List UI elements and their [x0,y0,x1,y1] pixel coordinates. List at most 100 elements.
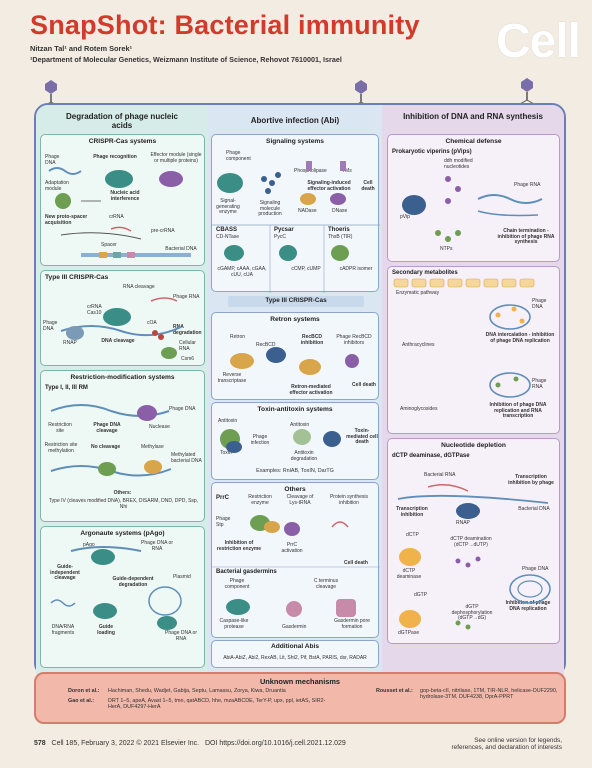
label-csm6: Csm6 [181,356,195,362]
label-restriction-enzyme: Restriction enzyme [248,494,272,506]
cbass-title: CBASS [216,227,238,233]
doron-label: Doron et al.: [68,688,100,694]
ta-illustration [220,429,341,453]
label-pre-crrna: pre-crRNA [151,228,175,234]
label-nucleic-acid-interference: Nucleic acid interference [110,190,140,202]
footer-citation: 578 Cell 185, February 3, 2022 © 2021 El… [34,740,346,747]
label-adaptation-module: Adaptation module [45,180,69,192]
label-crrna: crRNA [109,214,124,220]
label-phage-dna-or-rna: Phage DNA or RNA [165,630,197,642]
label-rna-degradation: RNA degradation [173,324,202,336]
label-toxin-death: Toxin-mediated cell death [346,428,378,446]
cell-logo: Cell [495,15,581,68]
label-phage-component: Phage component [226,150,251,162]
label-dgtp: dGTP [414,592,428,598]
label-phage-stp: Phage Stp [216,516,231,528]
label-signal-enzyme: Signal-generating enzyme [216,198,240,216]
rousset-list: gop-beta-cII, nitrilase, 1TM, TIR-NLR, h… [420,688,558,700]
label-reverse-transcriptase: Reverse transcriptase [217,372,247,384]
page-number: 578 [34,740,46,747]
label-phage-dna: Phage DNA [169,406,196,412]
doi-link[interactable]: DOI https://doi.org/10.1016/j.cell.2021.… [204,740,346,747]
label-dctp: dCTP [406,532,419,538]
secondary-metabolites-box: Secondary metabolites Enzymatic pathway … [387,266,560,434]
type3-illustration [60,297,182,359]
nucleotide-illustration [397,484,551,630]
label-ta-examples: Examples: RnlAB, ToxIN, DarTG [256,468,334,474]
label-dctp-deamination: dCTP deamination (dCTP→dUTP) [450,536,492,548]
label-phage-dna-cleavage: Phage DNA cleavage [93,422,121,434]
retron-illustration [230,347,359,375]
label-guide-dependent: Guide-dependent degradation [112,576,154,588]
unknown-mechanisms-box: Unknown mechanisms Doron et al.: Hachima… [34,672,566,724]
label-cell-death: Cell death [344,560,368,566]
type3-title: Type III CRISPR-Cas [45,274,109,281]
label-thsb: ThsB (TIR) [328,234,353,240]
additional-title: Additional Abis [270,643,320,650]
label-cell-death: Cell death [352,382,376,388]
unknown-title: Unknown mechanisms [259,677,341,686]
nucleotide-depletion-box: Nucleotide depletion dCTP deaminase, dGT… [387,438,560,644]
label-rna-cleavage: RNA cleavage [123,284,155,290]
label-new-spacer: New proto-spacer acquisition [45,214,88,226]
label-effector-activation: Signaling-induced effector activation [307,180,351,192]
label-thoeris-products: cADPR isomer [339,266,373,272]
page-title: SnapShot: Bacterial immunity [30,10,420,40]
label-cbass-products: cGAMP, cAAA, cGAA, cUU, cUA [217,266,267,278]
label-plasmid: Plasmid [173,574,191,580]
label-retron: Retron [230,334,246,340]
label-phage-component: Phage component [224,578,250,590]
others-box: Others PrrC Restriction enzyme Cleavage … [211,482,380,638]
rm-illustration [50,404,172,477]
label-nuclease: Nuclease [149,424,170,430]
type3-crispr-box: Type III CRISPR-Cas RNA cleavage Phage R… [40,270,205,366]
rm-title: Restriction-modification systems [70,374,175,381]
label-aminoglycosides: Aminoglycosides [400,406,438,412]
label-enzymatic-pathway: Enzymatic pathway [396,290,440,296]
doron-list: Hachiman, Shedu, Wadjet, Gabija, Septu, … [108,688,286,694]
column-title-inhibition: Inhibition of DNA and RNA synthesis [403,112,543,121]
phage-icon [519,78,535,105]
label-nadase: NADase [298,208,317,214]
label-chain-termination: Chain termination - inhibition of phage … [497,228,555,246]
signaling-title: Signaling systems [266,138,324,145]
label-anthracyclines: Anthracyclines [402,342,435,348]
column-title-degradation: Degradation of phage nucleic acids [65,112,178,130]
authors: Nitzan Tal¹ and Rotem Sorek¹ [30,44,133,53]
label-rnap: RNAP [63,340,77,346]
label-phage-rna: Phage RNA [173,294,200,300]
type3-bar: Type III CRISPR-Cas [228,296,364,307]
label-intercalation: DNA intercalation - inhibition of phage … [485,332,555,344]
label-bacterial-rna: Bacterial RNA [424,472,456,478]
label-transcription-inhibition: Transcription inhibition [396,506,428,518]
label-effector-module: Effector module (single or multiple prot… [150,152,202,164]
label-bacterial-dna: Bacterial DNA [165,246,197,252]
label-dgtp-dephosphorylation: dGTP dephosphorylation (dGTP→dG) [451,604,493,622]
label-transcription-by-phage: Transcription inhibition by phage [508,474,554,486]
citation: Cell 185, February 3, 2022 © 2021 Elsevi… [51,740,200,747]
signaling-illustration [212,161,380,293]
label-recbcd: RecBCD [256,342,276,348]
label-ntps: NTPs [440,246,453,252]
label-dctp-deaminase: dCTP deaminase [396,568,422,580]
label-cell-death: Cell death [361,180,375,192]
others-title: Others [284,486,306,493]
thoeris-title: Thoeris [328,227,350,233]
label-caspase: Caspase-like protease [219,618,249,630]
label-phage-rna: Phage RNA [532,378,547,390]
label-methylase: Methylase [141,444,164,450]
pago-illustration [50,546,182,630]
rm-subtitle: Type I, II, III RM [45,385,88,391]
label-spacer: Spacer [101,242,117,248]
label-cterm-cleavage: C terminus cleavage [313,578,339,590]
ta-box: Toxin-antitoxin systems Antitoxin Phage … [211,402,379,480]
label-no-cleavage: No cleavage [91,444,121,450]
rousset-label: Rousset et al.: [376,688,413,694]
gao-label: Gao et al.: [68,698,95,704]
secondary-title: Secondary metabolites [392,270,458,276]
rm-others-list: Type IV (cleaves modified DNA), BREX, DI… [48,498,199,510]
chemical-defense-box: Chemical defense Prokaryotic viperins (p… [387,134,560,262]
label-dnase: DNase [332,208,348,214]
label-tms: TMs [342,168,352,174]
label-gasdermin: Gasdermin [282,624,307,630]
